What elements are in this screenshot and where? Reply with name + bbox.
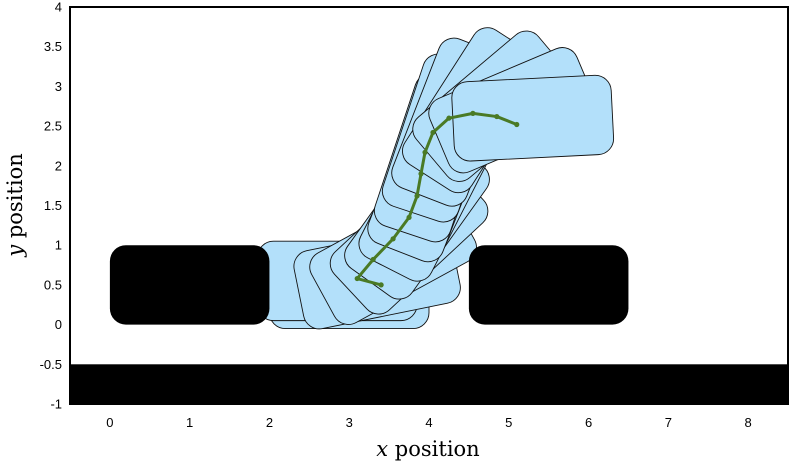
path-point-6 <box>414 193 420 199</box>
y-tick-label: 3 <box>55 79 62 94</box>
y-tick-label: 4 <box>55 0 62 15</box>
x-tick-label: 2 <box>266 415 273 430</box>
x-tick-label: 5 <box>505 415 512 430</box>
path-point-7 <box>418 171 424 177</box>
path-point-1 <box>378 282 384 288</box>
x-tick-label: 3 <box>346 415 353 430</box>
robot-pose-15 <box>451 74 615 162</box>
obstacles <box>109 245 629 325</box>
y-tick-label: 1 <box>55 238 62 253</box>
path-point-13 <box>514 121 520 128</box>
obstacle-2 <box>468 245 629 325</box>
x-tick-label: 7 <box>665 415 672 430</box>
x-tick-label: 8 <box>744 415 751 430</box>
x-tick-label: 6 <box>585 415 592 430</box>
path-point-8 <box>422 149 428 155</box>
path-point-5 <box>406 214 412 221</box>
y-tick-label: -1 <box>50 397 62 412</box>
trajectory-path <box>354 110 520 288</box>
path-point-3 <box>370 256 376 263</box>
path-point-10 <box>446 115 452 121</box>
x-tick-label: 0 <box>106 415 113 430</box>
plot-frame <box>69 6 789 405</box>
path-point-9 <box>430 129 436 136</box>
y-tick-label: 2 <box>55 158 62 173</box>
y-tick-labels: -1 -0.5 0 0.5 1 1.5 2 2.5 3 3.5 4 <box>40 0 62 412</box>
ground-region <box>70 364 788 404</box>
y-tick-label: 3.5 <box>44 39 62 54</box>
x-tick-label: 1 <box>186 415 193 430</box>
path-point-11 <box>470 110 476 116</box>
y-tick-label: 1.5 <box>44 198 62 213</box>
path-point-2 <box>354 275 360 282</box>
path-point-12 <box>494 113 500 120</box>
y-axis-label: y position <box>3 153 27 257</box>
x-tick-labels: 0 1 2 3 4 5 6 7 8 <box>106 415 751 430</box>
y-tick-label: 2.5 <box>44 119 62 134</box>
y-tick-label: -0.5 <box>40 357 62 372</box>
path-point-4 <box>390 236 396 242</box>
x-axis-label: x position <box>376 437 479 461</box>
obstacle-1 <box>109 245 270 325</box>
y-tick-label: 0.5 <box>44 277 62 292</box>
y-tick-label: 0 <box>55 317 62 332</box>
x-tick-label: 4 <box>425 415 432 430</box>
